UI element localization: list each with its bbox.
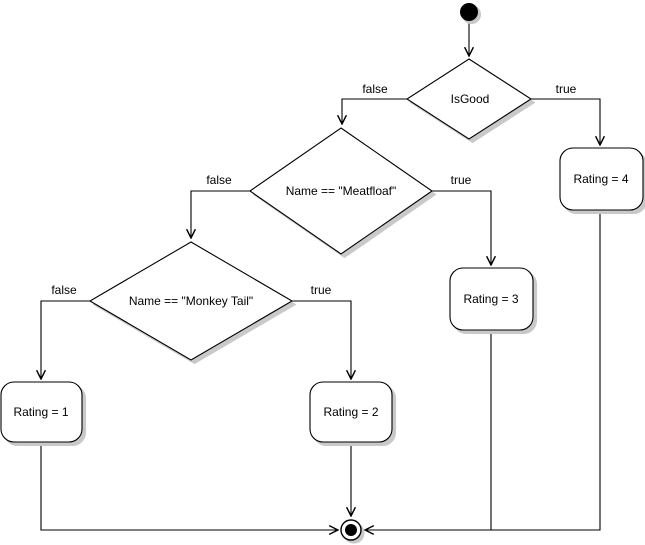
- action-rating3: Rating = 3: [449, 267, 538, 335]
- edge-isgood-false: [342, 98, 407, 124]
- action-rating4-box: [559, 147, 644, 211]
- edge-labels: false true false true false true: [51, 82, 576, 297]
- decision-monkeytail-label: Name == "Monkey Tail": [129, 294, 253, 308]
- edge-meatfloaf-false: [191, 190, 250, 238]
- action-rating4: Rating = 4: [559, 147, 645, 215]
- decision-isgood-diamond: [405, 58, 533, 140]
- action-rating1-box: [0, 381, 83, 443]
- final-node: [340, 519, 365, 544]
- edge-rating4-to-end: [491, 210, 601, 531]
- edge-label-isgood-true: true: [556, 82, 577, 96]
- initial-node-circle: [460, 3, 478, 21]
- decision-monkeytail-diamond: [88, 241, 294, 361]
- edge-monkeytail-false: [41, 300, 90, 379]
- edge-rating1-to-end: [40, 442, 338, 530]
- edge-monkeytail-true: [292, 300, 351, 379]
- decision-meatfloaf-label: Name == "Meatfloaf": [286, 184, 397, 198]
- edges: [41, 22, 600, 530]
- decision-monkeytail: Name == "Monkey Tail": [88, 241, 297, 365]
- action-rating3-label: Rating = 3: [463, 292, 518, 306]
- edge-label-monkeytail-true: true: [311, 283, 332, 297]
- edge-label-isgood-false: false: [362, 82, 388, 96]
- edge-label-meatfloaf-true: true: [451, 173, 472, 187]
- decision-isgood-label: IsGood: [451, 92, 490, 106]
- decision-isgood: IsGood: [405, 58, 536, 144]
- action-rating1: Rating = 1: [0, 381, 87, 447]
- final-node-inner-circle: [345, 524, 357, 536]
- action-rating2-label: Rating = 2: [323, 405, 378, 419]
- edge-meatfloaf-true: [432, 190, 491, 265]
- action-rating2: Rating = 2: [309, 381, 397, 447]
- initial-node: [460, 3, 482, 25]
- action-rating3-box: [449, 267, 534, 331]
- decision-meatfloaf-diamond: [249, 127, 433, 255]
- edge-label-monkeytail-false: false: [51, 283, 77, 297]
- edge-label-meatfloaf-false: false: [206, 173, 232, 187]
- action-rating1-label: Rating = 1: [13, 405, 68, 419]
- edge-isgood-true: [531, 98, 600, 145]
- edge-rating3-to-end: [365, 330, 492, 530]
- action-rating2-box: [309, 381, 393, 443]
- action-rating4-label: Rating = 4: [573, 172, 628, 186]
- decision-meatfloaf: Name == "Meatfloaf": [249, 127, 437, 259]
